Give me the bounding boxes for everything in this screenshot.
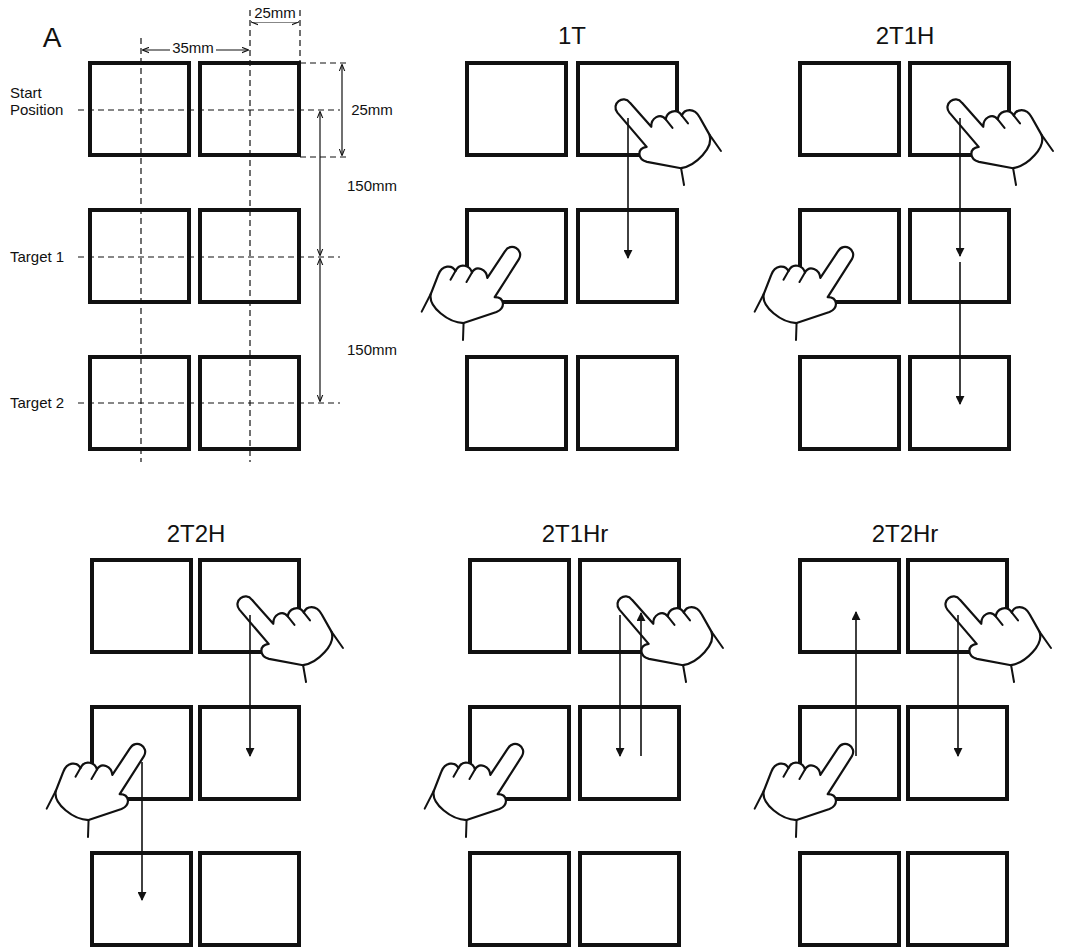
- target-square: [92, 560, 191, 652]
- hand-detail: [647, 601, 726, 682]
- target-square: [200, 853, 299, 945]
- target-square: [200, 63, 299, 155]
- pointing-hand: [41, 718, 156, 846]
- dimension-text: 150mm: [347, 341, 397, 358]
- movement-arrow: [855, 612, 857, 756]
- target-square: [580, 853, 679, 945]
- target-square: [467, 357, 566, 449]
- dimension-text: 35mm: [170, 39, 216, 56]
- hand-detail: [975, 601, 1054, 682]
- pointing-hand: [416, 221, 531, 349]
- hand-outline: [422, 221, 532, 339]
- pointing-hand: [749, 221, 864, 349]
- target-square: [90, 357, 189, 449]
- extension-line: [300, 62, 350, 63]
- target-square: [800, 853, 899, 945]
- extension-line: [299, 10, 300, 63]
- extension-line: [300, 156, 350, 157]
- target-square: [580, 707, 679, 799]
- hand-outline: [935, 565, 1050, 684]
- hand-outline: [755, 221, 865, 339]
- center-line: [249, 10, 250, 462]
- condition-title: 2T2H: [167, 520, 226, 548]
- target-square: [800, 63, 899, 155]
- hand-detail: [977, 104, 1056, 185]
- hand-outline: [607, 565, 722, 684]
- dimension-lines: [78, 10, 350, 462]
- target-square: [800, 357, 899, 449]
- position-label: Target 1: [10, 248, 64, 265]
- pointing-hand: [607, 565, 729, 693]
- hand-detail: [752, 260, 828, 340]
- position-label: Target 2: [10, 394, 64, 411]
- position-label: Start Position: [10, 84, 74, 119]
- pointing-hand: [937, 68, 1059, 196]
- movement-arrow: [640, 613, 642, 756]
- target-square: [200, 357, 299, 449]
- target-square: [800, 560, 899, 652]
- dimension-line: [319, 259, 320, 401]
- target-square: [90, 63, 189, 155]
- target-square: [908, 853, 1007, 945]
- hand-outline: [605, 68, 720, 187]
- condition-title: 2T1Hr: [542, 520, 609, 548]
- hand-detail: [419, 260, 495, 340]
- hand-outline: [47, 718, 157, 836]
- hand-outline: [937, 68, 1052, 187]
- movement-arrow: [141, 762, 143, 900]
- dimension-text: 150mm: [347, 177, 397, 194]
- movement-arrow: [627, 118, 629, 258]
- pointing-hand: [935, 565, 1057, 693]
- hand-detail: [44, 757, 120, 837]
- pointing-hand: [605, 68, 727, 196]
- movement-arrow: [959, 118, 961, 256]
- target-square: [467, 63, 566, 155]
- condition-title: 2T1H: [876, 22, 935, 50]
- dimension-text: 25mm: [252, 4, 298, 21]
- pointing-hand: [749, 718, 864, 846]
- movement-arrow: [957, 615, 959, 756]
- movement-arrow: [249, 615, 251, 756]
- pointing-hand: [227, 565, 349, 693]
- pointing-hand: [419, 718, 534, 846]
- target-square: [90, 210, 189, 302]
- panel-letter: A: [43, 22, 62, 54]
- dimension-line: [341, 65, 342, 155]
- condition-title: 1T: [558, 22, 586, 50]
- hand-detail: [422, 757, 498, 837]
- condition-title: 2T2Hr: [872, 520, 939, 548]
- hand-outline: [425, 718, 535, 836]
- dimension-text: 25mm: [351, 101, 393, 118]
- movement-arrow: [619, 615, 621, 756]
- target-square: [578, 357, 677, 449]
- target-square: [200, 210, 299, 302]
- target-square: [470, 853, 569, 945]
- target-square: [470, 560, 569, 652]
- center-line: [140, 38, 141, 462]
- movement-arrow: [959, 262, 961, 404]
- dimension-line: [319, 112, 320, 255]
- hand-outline: [227, 565, 342, 684]
- hand-detail: [752, 757, 828, 837]
- hand-detail: [645, 104, 724, 185]
- hand-outline: [755, 718, 865, 836]
- hand-detail: [267, 601, 346, 682]
